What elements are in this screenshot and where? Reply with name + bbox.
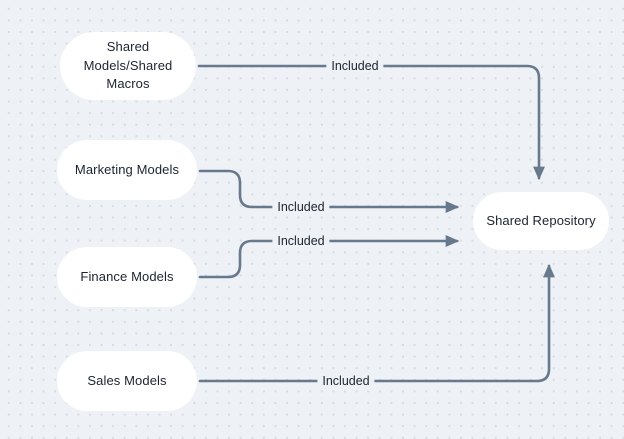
edge-label-finance-models: Included bbox=[272, 232, 330, 250]
edge-label-shared-models: Included bbox=[326, 57, 384, 75]
edge-path-marketing-models bbox=[198, 169, 460, 213]
node-sales-models[interactable]: Sales Models bbox=[57, 351, 197, 411]
edge-label-marketing-models: Included bbox=[272, 198, 330, 216]
edge-path-sales-models bbox=[198, 263, 555, 383]
node-marketing-models[interactable]: Marketing Models bbox=[57, 140, 197, 200]
edge-path-shared-models bbox=[197, 64, 545, 181]
node-shared-models-line1: Shared bbox=[106, 39, 150, 55]
edge-path-finance-models bbox=[198, 235, 460, 279]
node-shared-models-line3: Macros bbox=[106, 76, 150, 92]
node-shared-models[interactable]: Shared Models/Shared Macros bbox=[60, 32, 196, 100]
node-shared-repository[interactable]: Shared Repository bbox=[473, 192, 609, 250]
node-marketing-models-label: Marketing Models bbox=[74, 161, 180, 177]
node-sales-models-label: Sales Models bbox=[87, 372, 167, 388]
node-shared-models-line2: Models/Shared bbox=[83, 57, 173, 73]
node-finance-models-label: Finance Models bbox=[80, 268, 174, 284]
node-finance-models[interactable]: Finance Models bbox=[57, 247, 197, 307]
edge-label-sales-models: Included bbox=[317, 372, 375, 390]
node-shared-repository-label: Shared Repository bbox=[486, 212, 596, 228]
